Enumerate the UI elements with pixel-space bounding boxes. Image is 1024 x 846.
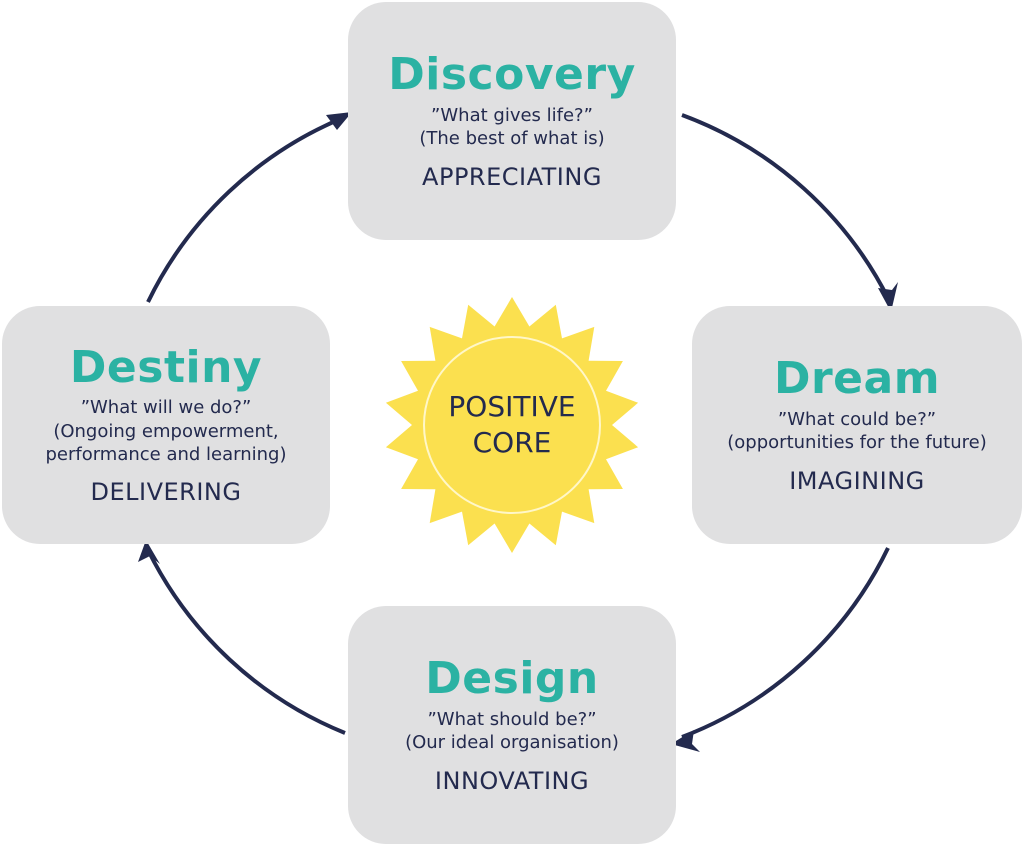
stage-detail-design: (Our ideal organisation) — [405, 732, 619, 754]
sun-icon — [385, 297, 639, 553]
stage-verb-destiny: DELIVERING — [90, 478, 242, 507]
stage-dream: Dream ”What could be?” (opportunities fo… — [692, 306, 1022, 544]
arrow-design-to-destiny — [146, 549, 346, 735]
arrow-destiny-to-discovery — [146, 115, 346, 303]
stage-title-design: Design — [425, 653, 599, 705]
stage-question-destiny: ”What will we do?” — [80, 397, 252, 419]
stage-question-design: ”What should be?” — [427, 708, 597, 730]
arrow-dream-to-design — [681, 547, 890, 739]
sun-ring — [423, 336, 601, 514]
stage-verb-design: INNOVATING — [434, 766, 590, 795]
stage-title-dream: Dream — [773, 353, 941, 405]
stage-detail-dream: (opportunities for the future) — [727, 432, 987, 454]
stage-verb-discovery: APPRECIATING — [422, 162, 602, 191]
arrowhead-design — [671, 730, 700, 752]
stage-verb-dream: IMAGINING — [789, 466, 925, 495]
stage-question-dream: ”What could be?” — [777, 408, 937, 430]
arrow-discovery-to-dream — [681, 113, 892, 303]
stage-detail-discovery: (The best of what is) — [419, 128, 605, 150]
arrowhead-dream — [878, 282, 898, 312]
stage-discovery: Discovery ”What gives life?” (The best o… — [348, 2, 676, 240]
positive-core-label: POSITIVE CORE — [448, 389, 576, 459]
stage-detail2-destiny: performance and learning) — [45, 443, 287, 465]
arrowhead-destiny — [138, 540, 160, 564]
stage-title-destiny: Destiny — [69, 341, 263, 393]
stage-destiny: Destiny ”What will we do?” (Ongoing empo… — [2, 306, 330, 544]
stage-question-discovery: ”What gives life?” — [431, 104, 593, 126]
stage-title-discovery: Discovery — [388, 49, 636, 101]
arrowhead-discovery — [326, 112, 352, 130]
stage-detail-destiny: (Ongoing empowerment, — [53, 420, 279, 442]
stage-design: Design ”What should be?” (Our ideal orga… — [348, 606, 676, 844]
